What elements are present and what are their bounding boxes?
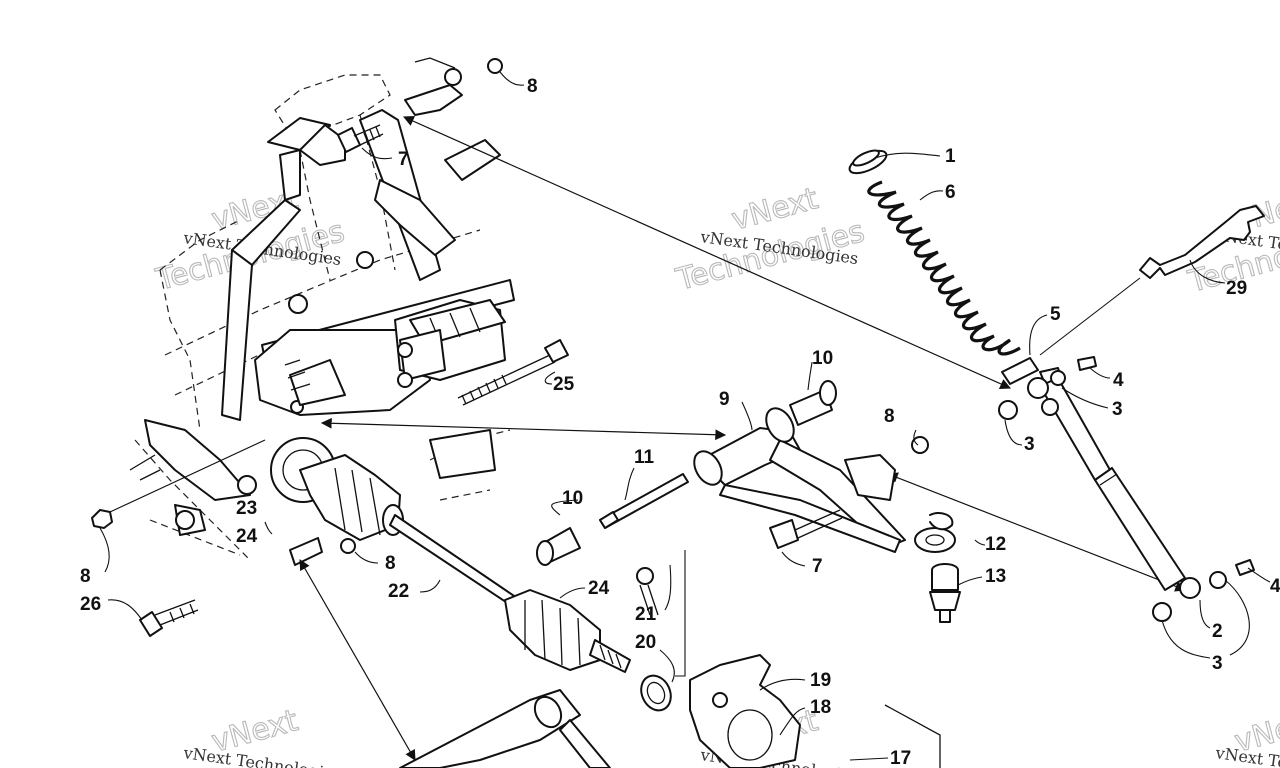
callout-numbers: 1 6 29 5 4 3 3 8 7 25 10 9 8 11 10 12 7 … [80,76,1280,768]
watermark-bottom-left: vNext vNext Technologies [181,703,342,768]
callout-8-axle: 8 [385,553,396,574]
washer-20 [640,674,672,712]
callout-2: 2 [1212,621,1223,642]
callout-18: 18 [810,697,831,718]
callout-10-upper: 10 [812,348,833,369]
callout-6: 6 [945,182,956,203]
callout-21: 21 [635,604,657,625]
callout-9: 9 [719,389,730,410]
callout-3-upper-left: 3 [1024,434,1035,455]
callout-8-left: 8 [80,566,91,587]
callout-29: 29 [1226,278,1247,299]
callout-23: 23 [236,498,257,519]
callout-20: 20 [635,632,656,653]
callout-8-arm: 8 [884,406,895,427]
callout-8-top: 8 [527,76,538,97]
callout-25: 25 [553,374,575,395]
leader-lines [99,71,1271,761]
callout-7-arm: 7 [812,556,823,577]
callout-11: 11 [634,447,655,468]
callout-3-upper-right: 3 [1112,399,1123,420]
callout-10-lower: 10 [562,488,583,509]
callout-5: 5 [1050,304,1061,325]
shock-absorber-assembly [848,149,1255,622]
callout-26: 26 [80,594,101,615]
nut-8-left [91,509,113,529]
callout-22: 22 [388,581,409,602]
spanner-wrench [1139,205,1265,279]
callout-4-lower: 4 [1270,576,1280,597]
callout-24-right: 24 [588,578,610,599]
lower-a-arm [399,689,611,768]
bolt-7-top [337,124,384,153]
ball-joint [929,563,961,623]
callout-3-lower: 3 [1212,653,1223,674]
callout-24-left: 24 [236,526,258,547]
bolt-26 [139,599,199,637]
watermark-bottom-right: vNext vNext Technologies [1213,703,1280,768]
callout-7-top: 7 [398,149,409,170]
assembly-arrows [299,116,1187,761]
upper-a-arm [693,407,956,553]
callout-17: 17 [890,748,911,768]
bolt-25 [457,339,569,406]
callout-12: 12 [985,534,1006,555]
callout-4-upper: 4 [1113,370,1124,391]
callout-19: 19 [810,670,831,691]
callout-13: 13 [985,566,1006,587]
steering-knuckle [689,654,801,768]
coil-spring [867,180,1021,356]
callout-1: 1 [945,146,956,167]
cv-axle [299,454,631,673]
